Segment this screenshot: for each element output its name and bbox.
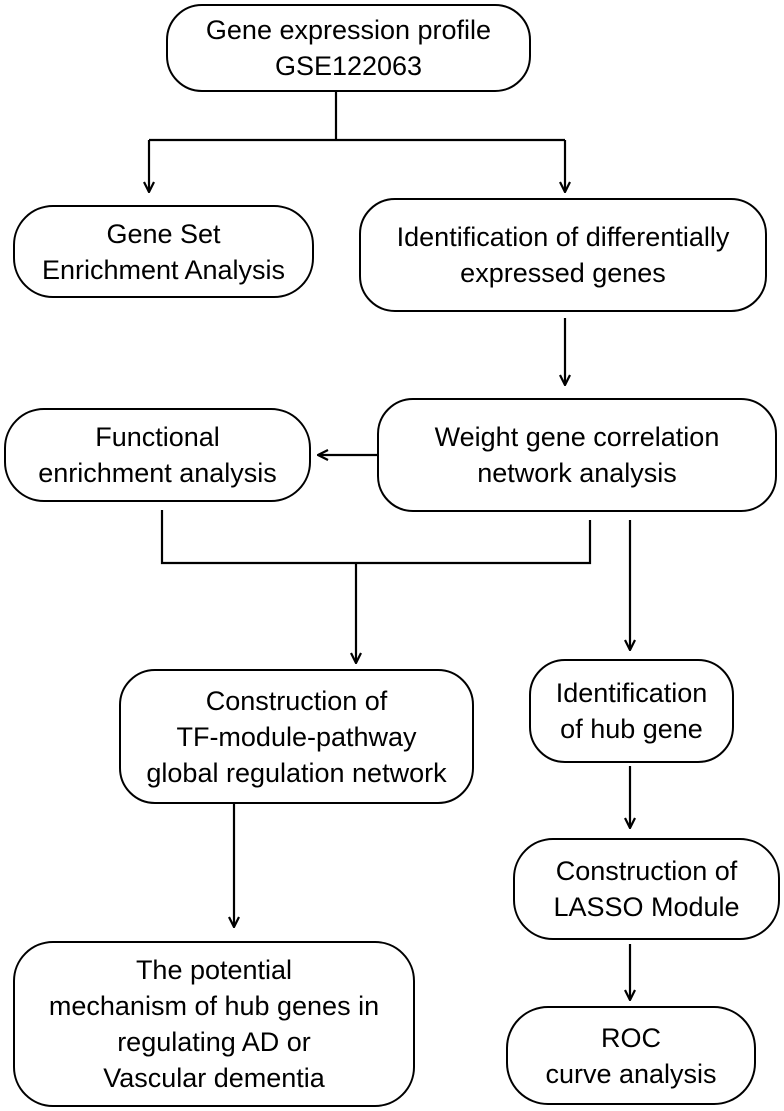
node-line: Identification xyxy=(555,678,708,708)
node-line: Vascular dementia xyxy=(103,1063,325,1093)
node-line: Gene expression profile xyxy=(205,15,492,45)
node-line: curve analysis xyxy=(545,1058,717,1089)
node-line: Enrichment Analysis xyxy=(41,254,286,285)
node-deg-identification: Identification of differentially express… xyxy=(359,198,767,312)
node-line: enrichment analysis xyxy=(38,458,277,488)
node-line: regulating AD or xyxy=(117,1027,311,1057)
node-gsea: Gene Set Enrichment Analysis xyxy=(13,205,314,298)
node-line: Identification of differentially xyxy=(396,222,730,252)
node-line: Gene Set xyxy=(106,218,221,249)
node-wgcna: Weight gene correlation network analysis xyxy=(377,398,777,512)
node-line: expressed genes xyxy=(460,258,666,288)
node-hub-gene-identification: Identification of hub gene xyxy=(529,659,734,763)
node-line: TF-module-pathway xyxy=(176,721,417,752)
node-line: Construction of xyxy=(205,685,388,716)
node-line: The potential xyxy=(135,955,293,985)
node-line: Weight gene correlation xyxy=(434,422,720,452)
node-line: Construction of xyxy=(555,856,738,886)
node-roc-analysis: ROC curve analysis xyxy=(506,1006,756,1105)
node-line: mechanism of hub genes in xyxy=(48,991,380,1021)
node-functional-enrichment: Functional enrichment analysis xyxy=(4,408,311,502)
node-tf-module-pathway: Construction of TF-module-pathway global… xyxy=(119,669,474,804)
node-potential-mechanism: The potential mechanism of hub genes in … xyxy=(13,941,415,1107)
node-lasso-module: Construction of LASSO Module xyxy=(513,838,780,940)
edge-profile-split xyxy=(149,92,565,142)
node-line: Functional xyxy=(95,422,220,452)
node-gene-expression-profile: Gene expression profile GSE122063 xyxy=(166,4,531,92)
node-line: network analysis xyxy=(477,458,677,488)
node-line: ROC xyxy=(601,1022,661,1053)
node-line: of hub gene xyxy=(560,714,703,744)
edge-merge-lines xyxy=(160,510,592,663)
node-line: LASSO Module xyxy=(553,892,740,922)
node-line: global regulation network xyxy=(146,757,447,788)
node-line: GSE122063 xyxy=(274,51,423,81)
